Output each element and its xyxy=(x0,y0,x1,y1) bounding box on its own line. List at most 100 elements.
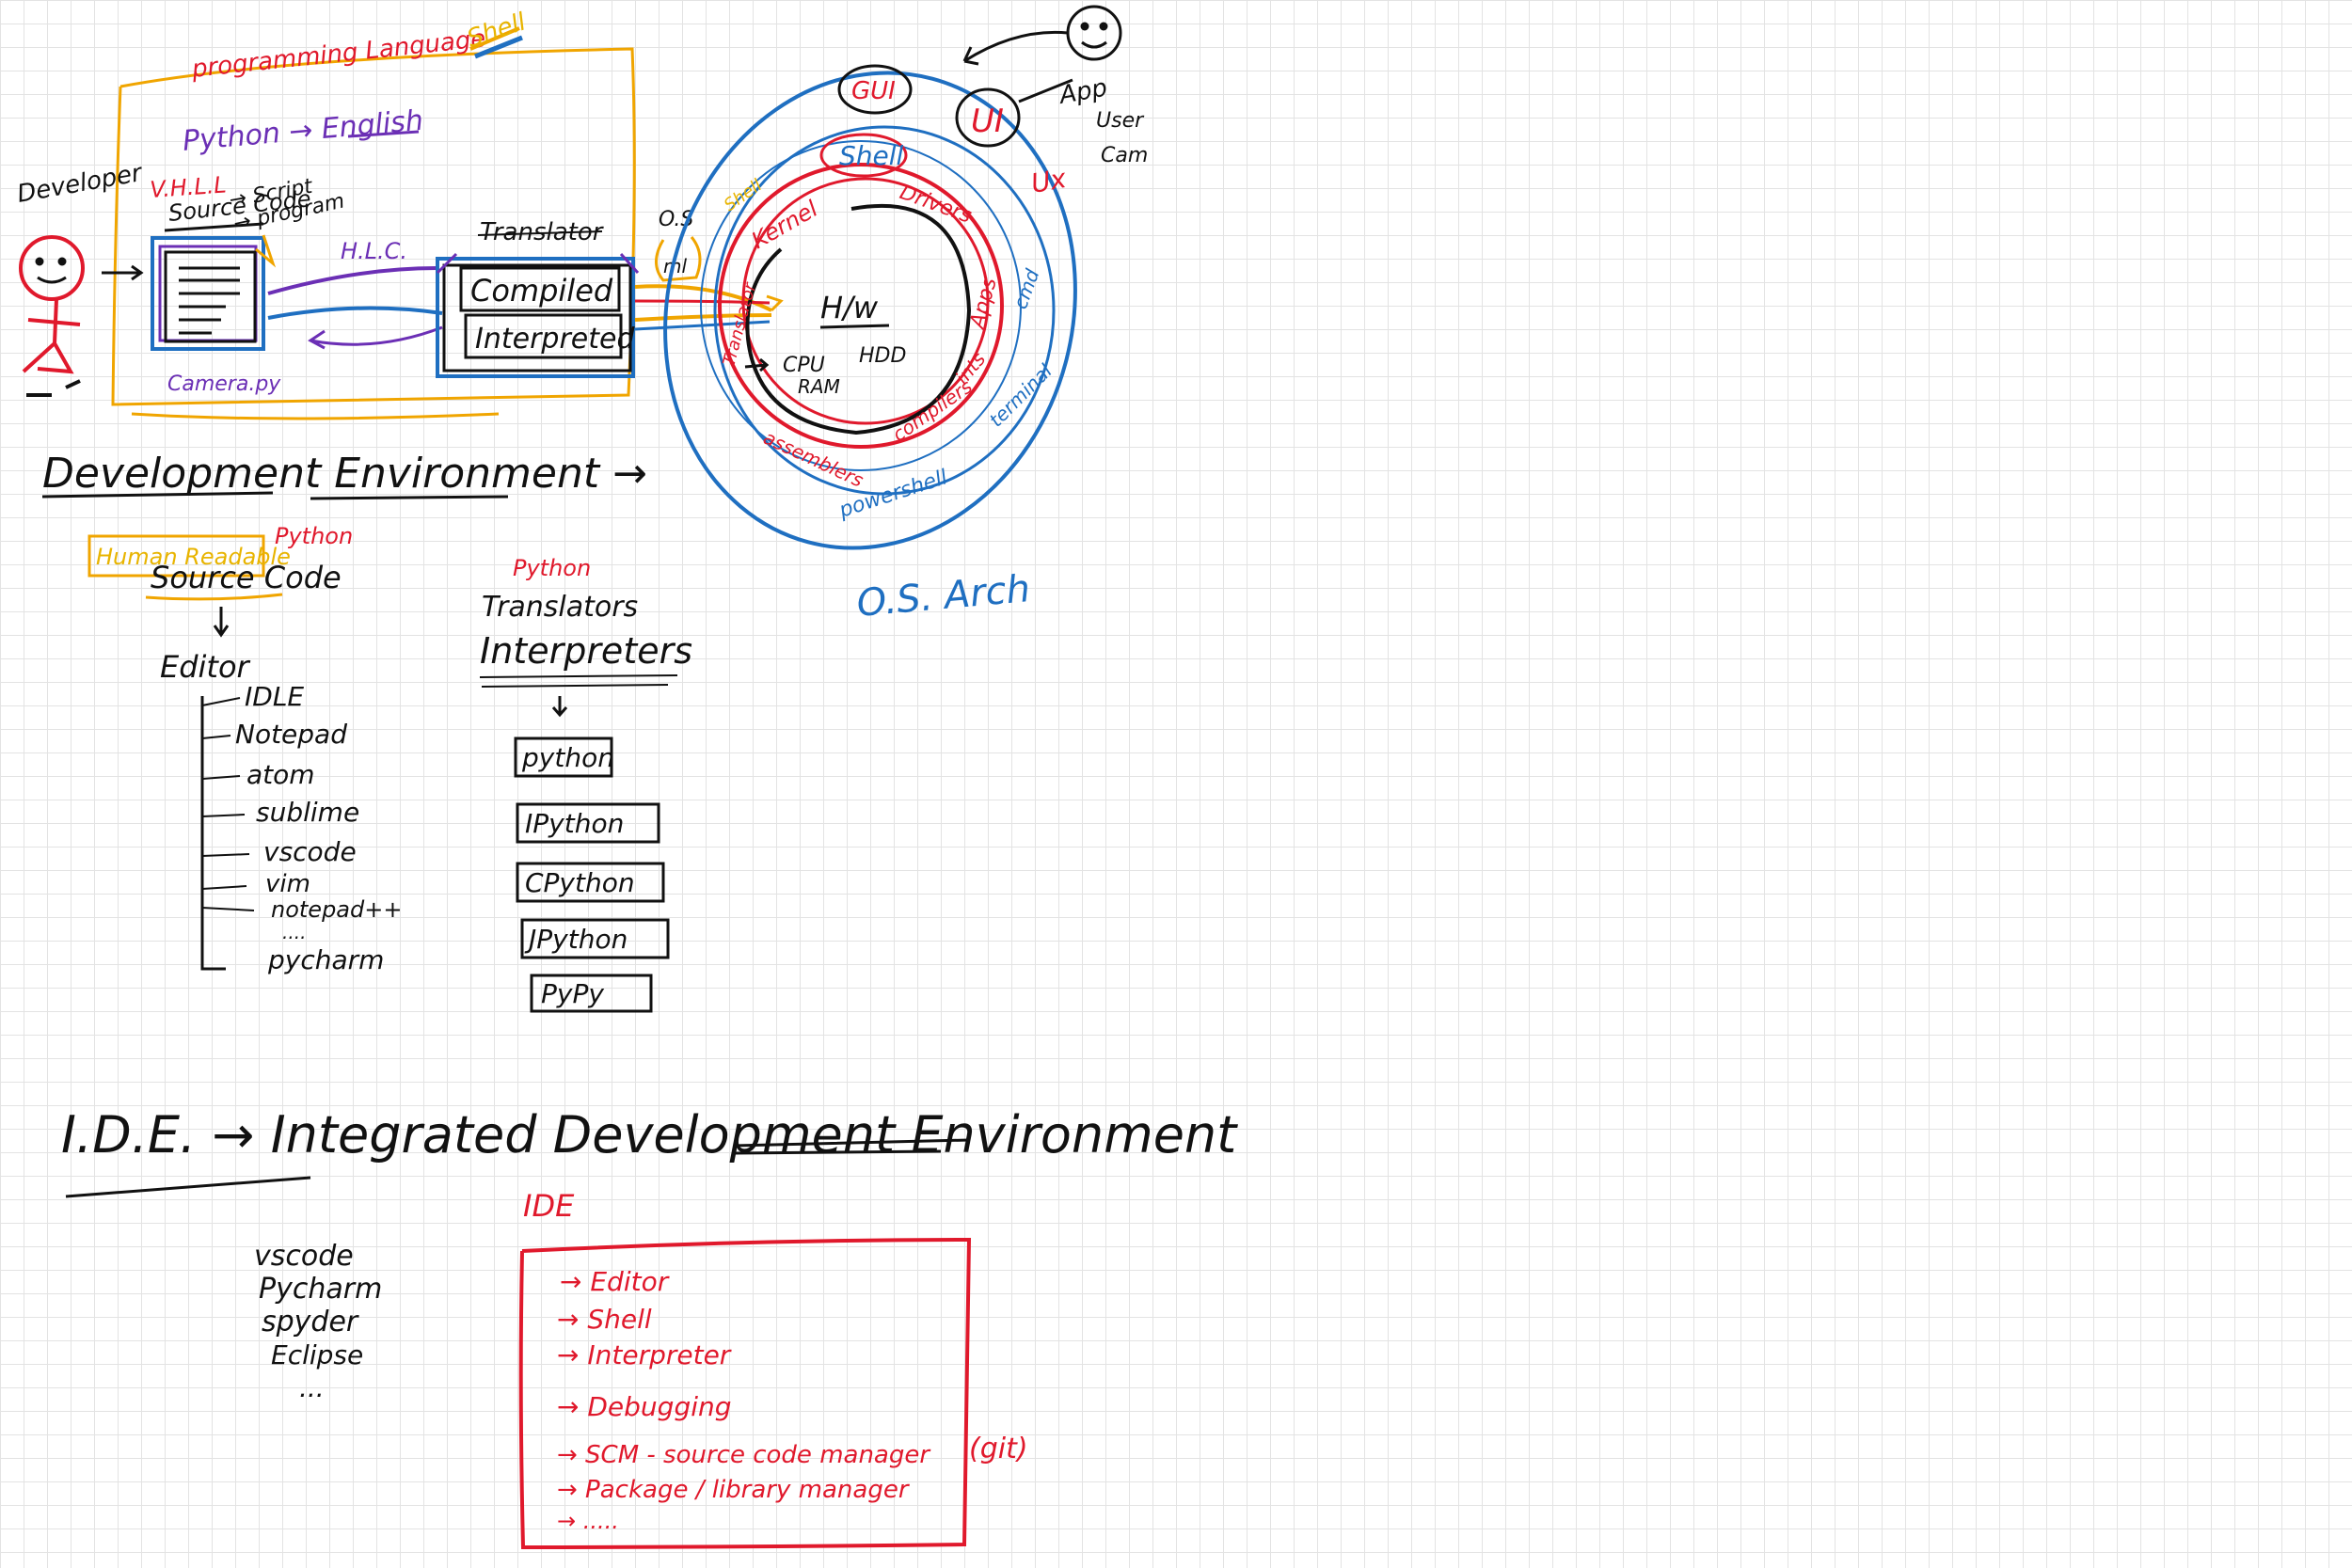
python-red-label: Python xyxy=(275,523,353,549)
source-code-label: Source Code xyxy=(151,560,342,595)
english-underline xyxy=(347,130,420,138)
developer-face xyxy=(35,257,67,284)
editor-item: atom xyxy=(246,759,315,790)
editor-item: notepad++ xyxy=(271,896,402,923)
compilers-label: compilers xyxy=(888,375,977,447)
programming-language-box xyxy=(111,47,636,420)
ide-title: I.D.E. → Integrated Development Environm… xyxy=(61,1105,1238,1164)
ide-feature-item: → SCM - source code manager xyxy=(557,1441,931,1469)
ui-oval xyxy=(955,87,1021,148)
user-label: User xyxy=(1096,109,1145,133)
dev-env-title: Development Environment → xyxy=(42,450,647,498)
editor-item: vscode xyxy=(263,836,357,867)
ide-feature-item: → Shell xyxy=(557,1304,652,1335)
ide-example-item: spyder xyxy=(262,1306,359,1338)
apps-label: Apps xyxy=(965,275,1002,332)
os-rings xyxy=(663,71,1077,550)
arrow-back-purple xyxy=(308,325,443,350)
cmd-label: cmd xyxy=(1009,266,1043,312)
ide-feature-item: → Interpreter xyxy=(557,1339,732,1370)
file-name-label: Camera.py xyxy=(167,372,281,396)
kernel-label: Kernel xyxy=(747,196,822,254)
shell-highlight xyxy=(469,26,523,59)
os-arch-label: O.S. Arch xyxy=(855,567,1032,626)
editor-item: pycharm xyxy=(267,944,384,975)
ide-title-underline xyxy=(65,1138,970,1198)
interpreter-list: python IPython CPython JPython PyPy xyxy=(514,736,670,1013)
ide-example-item: ... xyxy=(299,1372,325,1403)
editor-branch-arrows xyxy=(201,697,255,911)
python-to-english: Python → English xyxy=(182,104,425,158)
editor-item: .... xyxy=(282,921,306,943)
shell-ring-label: Shell xyxy=(839,140,904,171)
arrow-to-editor xyxy=(213,607,230,638)
compiled-label: Compiled xyxy=(470,273,613,309)
editor-list-bracket xyxy=(200,696,226,971)
interpreter-item: PyPy xyxy=(541,978,604,1009)
user-stick-figure-icon xyxy=(962,5,1122,103)
ide-feature-box xyxy=(518,1237,972,1550)
ide-example-item: Pycharm xyxy=(259,1273,382,1306)
ide-example-item: vscode xyxy=(254,1240,354,1273)
human-readable-box xyxy=(87,534,265,578)
arrow-code-to-translator-purple xyxy=(267,266,438,295)
translators-label: Translators xyxy=(482,591,638,624)
ide-feature-item: → Debugging xyxy=(557,1391,732,1422)
source-code-document-icon xyxy=(151,234,277,351)
translator-box xyxy=(436,252,640,378)
arrow-translator-to-os-red xyxy=(634,299,771,305)
human-readable-label: Human Readable xyxy=(96,544,291,570)
gui-oval xyxy=(837,64,913,115)
developer-label: Developer xyxy=(15,159,146,209)
interpreter-item: CPython xyxy=(525,867,635,898)
ux-label: Ux xyxy=(1028,163,1069,199)
arrow-translator-to-os-blue xyxy=(634,320,771,331)
ide-examples-list: vscode Pycharm spyder Eclipse ... xyxy=(254,1240,382,1403)
interpreter-item: JPython xyxy=(524,924,628,955)
cpu-label: CPU xyxy=(783,354,825,377)
ide-feature-list: → Editor → Shell → Interpreter → Debuggi… xyxy=(557,1266,931,1534)
programming-language-label: programming Language xyxy=(190,24,487,84)
interpreter-box xyxy=(516,862,665,903)
assemblers-label: assemblers xyxy=(760,426,867,492)
app-label: App xyxy=(1056,74,1109,111)
git-note: (git) xyxy=(969,1433,1028,1465)
vhll-label: V.H.L.L xyxy=(149,171,227,203)
interpreter-item: python xyxy=(521,742,614,773)
editor-list: IDLE Notepad atom sublime vscode vim not… xyxy=(235,681,402,975)
ide-feature-item: → Package / library manager xyxy=(557,1476,911,1504)
interpreter-box xyxy=(530,974,653,1013)
dev-env-underline xyxy=(41,491,509,500)
hw-label: H/w xyxy=(820,290,879,325)
translator-strikethrough xyxy=(477,230,603,236)
arrow-into-cpu xyxy=(744,357,770,372)
interpreter-item: IPython xyxy=(525,808,624,839)
interpreter-box xyxy=(520,918,670,959)
gui-label: GUI xyxy=(851,77,896,105)
interpreted-label: Interpreted xyxy=(475,323,635,356)
ui-label: UI xyxy=(971,103,1004,140)
source-code-underline xyxy=(164,222,264,232)
ml-box xyxy=(655,236,702,282)
developer-stick-figure-icon xyxy=(19,235,85,374)
interpreters-label: Interpreters xyxy=(480,630,692,672)
ide-feature-item: → ..... xyxy=(557,1508,619,1534)
cam-label: Cam xyxy=(1101,144,1148,167)
editor-label: Editor xyxy=(160,649,251,685)
editor-item: sublime xyxy=(256,797,359,828)
editor-item: Notepad xyxy=(235,719,347,750)
editor-item: IDLE xyxy=(245,681,304,712)
arrow-translator-to-os xyxy=(634,284,772,322)
interpreter-box xyxy=(516,802,660,844)
source-code-highlight xyxy=(145,593,283,601)
ram-label: RAM xyxy=(798,375,840,398)
interpreters-underline xyxy=(479,674,678,688)
editor-item: vim xyxy=(265,870,310,898)
ide-feature-item: → Editor xyxy=(560,1266,670,1297)
arrow-translator-to-code-blue xyxy=(267,306,443,320)
hdd-label: HDD xyxy=(859,344,906,368)
ide-example-item: Eclipse xyxy=(271,1339,363,1370)
arrow-developer-to-code xyxy=(102,264,144,281)
translators-python-label: Python xyxy=(513,555,591,581)
